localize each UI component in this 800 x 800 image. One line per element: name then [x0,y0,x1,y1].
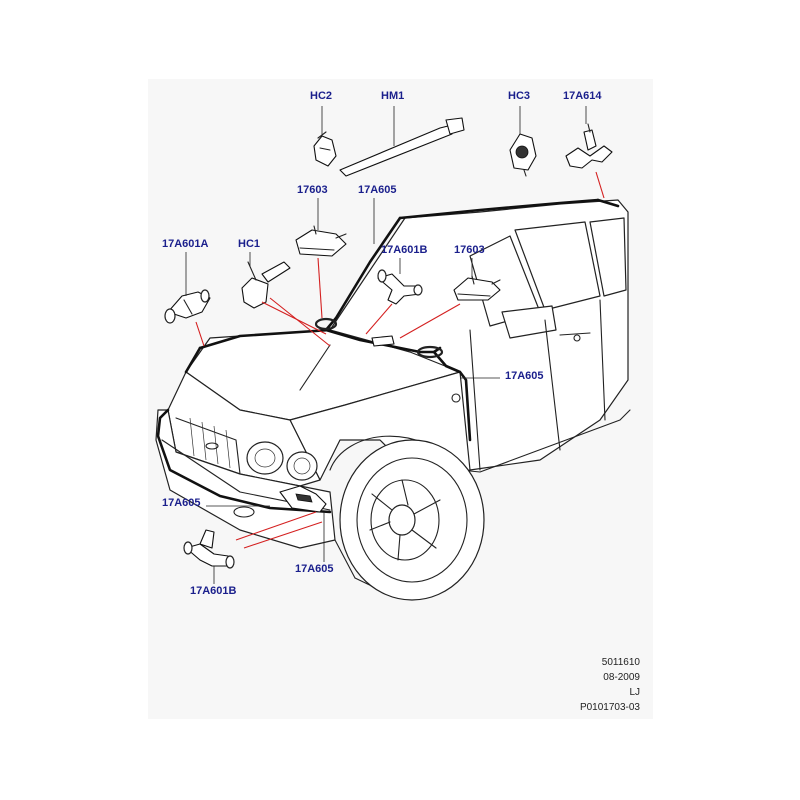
vehicle-outline [155,199,631,591]
17603-washer-jet-left-icon [295,225,347,257]
17a601b-connector-bottom-icon [183,529,235,569]
hc2-clip-icon [313,131,337,167]
callout-17a605-right: 17A605 [505,370,544,382]
callout-hm1: HM1 [381,90,405,102]
red-pointer-lines [195,171,605,549]
illustration-id: P0101703-03 [579,702,640,713]
callout-hc1: HC1 [238,238,261,250]
callout-17a605-left: 17A605 [162,497,201,509]
callout-17a601b-top: 17A601B [381,244,428,256]
callout-17603-left: 17603 [297,184,328,196]
callout-17a601a: 17A601A [162,238,209,250]
callout-17a605-top: 17A605 [358,184,397,196]
17a601a-connector-icon [164,289,211,324]
callout-hc2: HC2 [310,90,333,102]
callout-17a605-bottom: 17A605 [295,563,334,575]
hm1-cable-tie-icon [339,117,465,177]
17a601b-connector-top-icon [377,269,423,305]
front-wheel [339,439,485,601]
callout-17a614: 17A614 [563,90,602,102]
leader-lines [185,106,587,584]
reference-date: 08-2009 [603,672,640,683]
hc1-bracket-icon [241,261,291,309]
hc3-clip-icon [509,133,537,177]
callout-hc3: HC3 [508,90,531,102]
callout-17a601b-bottom: 17A601B [190,585,237,597]
17a614-connector-icon [565,123,613,169]
callout-17603-right: 17603 [454,244,485,256]
17603-washer-jet-right-icon [453,275,501,301]
reference-code: 5011610 [601,657,640,668]
washer-hose-17a605 [156,198,620,514]
reference-initials: LJ [629,687,640,698]
